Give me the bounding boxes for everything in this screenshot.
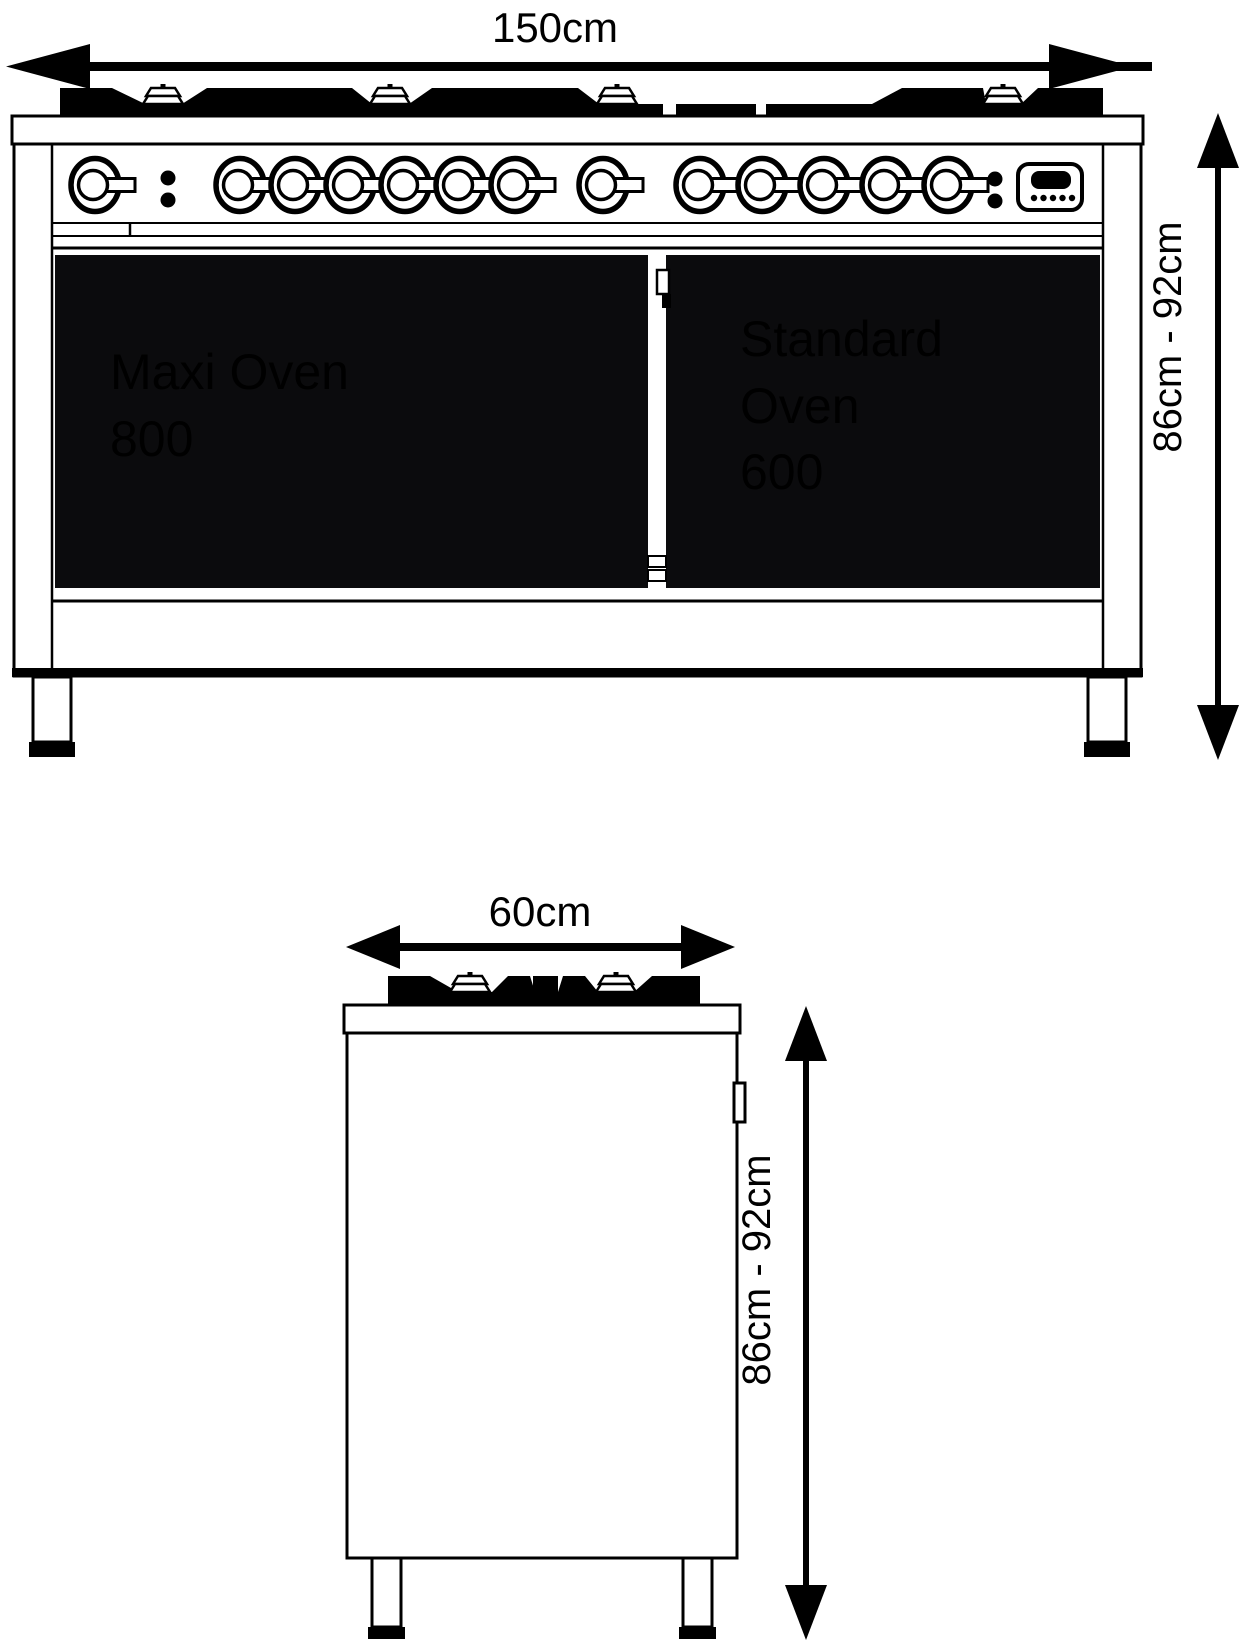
side-height-dimension-arrow xyxy=(785,1006,827,1640)
arrow-right-icon xyxy=(1049,44,1133,89)
front-hob-profile xyxy=(60,82,1103,117)
arrow-up-icon xyxy=(1197,113,1239,168)
ignition-dot xyxy=(987,171,1003,187)
maxi-oven-label-line2: 800 xyxy=(110,411,193,467)
control-panel xyxy=(71,159,1084,212)
ignition-dot xyxy=(160,192,176,208)
standard-oven-label-line3: 600 xyxy=(740,444,823,500)
burner-cap-icon xyxy=(368,82,412,106)
side-left-foot xyxy=(368,1556,405,1639)
door-divider-hinge-bottom xyxy=(647,555,667,582)
arrow-right-icon xyxy=(681,925,735,969)
front-height-dimension-arrow xyxy=(1197,113,1239,760)
ignition-dot xyxy=(987,193,1003,209)
front-hob-edge-band xyxy=(10,114,1145,146)
front-right-foot xyxy=(1084,675,1130,757)
maxi-oven-door xyxy=(55,255,648,588)
arrow-left-icon xyxy=(346,925,400,969)
arrow-up-icon xyxy=(785,1006,827,1061)
door-divider-hinge-top xyxy=(655,268,671,308)
side-view: 60cm xyxy=(342,888,827,1640)
burner-cap-icon xyxy=(981,82,1025,106)
ignition-dot xyxy=(160,170,176,186)
side-handle-end xyxy=(732,1081,747,1124)
side-hob-edge-band xyxy=(342,1003,742,1035)
burner-cap-icon xyxy=(594,970,638,994)
front-height-dimension-label: 86cm - 92cm xyxy=(1146,221,1190,452)
side-depth-dimension-arrow xyxy=(346,925,735,969)
front-left-foot xyxy=(29,675,75,757)
front-width-dimension-arrow xyxy=(6,44,1152,89)
arrow-down-icon xyxy=(785,1585,827,1640)
side-hob-profile xyxy=(388,970,700,1005)
arrow-down-icon xyxy=(1197,705,1239,760)
plinth-bottom-bar xyxy=(12,668,1143,677)
standard-oven-label-line1: Standard xyxy=(740,311,943,367)
side-depth-dimension-label: 60cm xyxy=(489,888,592,935)
side-body xyxy=(345,1031,739,1560)
standard-oven-door xyxy=(666,255,1100,588)
arrow-left-icon xyxy=(6,44,90,89)
side-right-foot xyxy=(679,1556,716,1639)
front-width-dimension-label: 150cm xyxy=(492,4,618,51)
maxi-oven-label-line1: Maxi Oven xyxy=(110,344,349,400)
front-view: 150cm xyxy=(6,4,1239,760)
burner-cap-icon xyxy=(141,82,185,106)
clock-display xyxy=(1016,162,1084,212)
burner-cap-icon xyxy=(595,82,639,106)
standard-oven-label-line2: Oven xyxy=(740,378,860,434)
side-height-dimension-label: 86cm - 92cm xyxy=(735,1154,779,1385)
burner-cap-icon xyxy=(448,970,492,994)
